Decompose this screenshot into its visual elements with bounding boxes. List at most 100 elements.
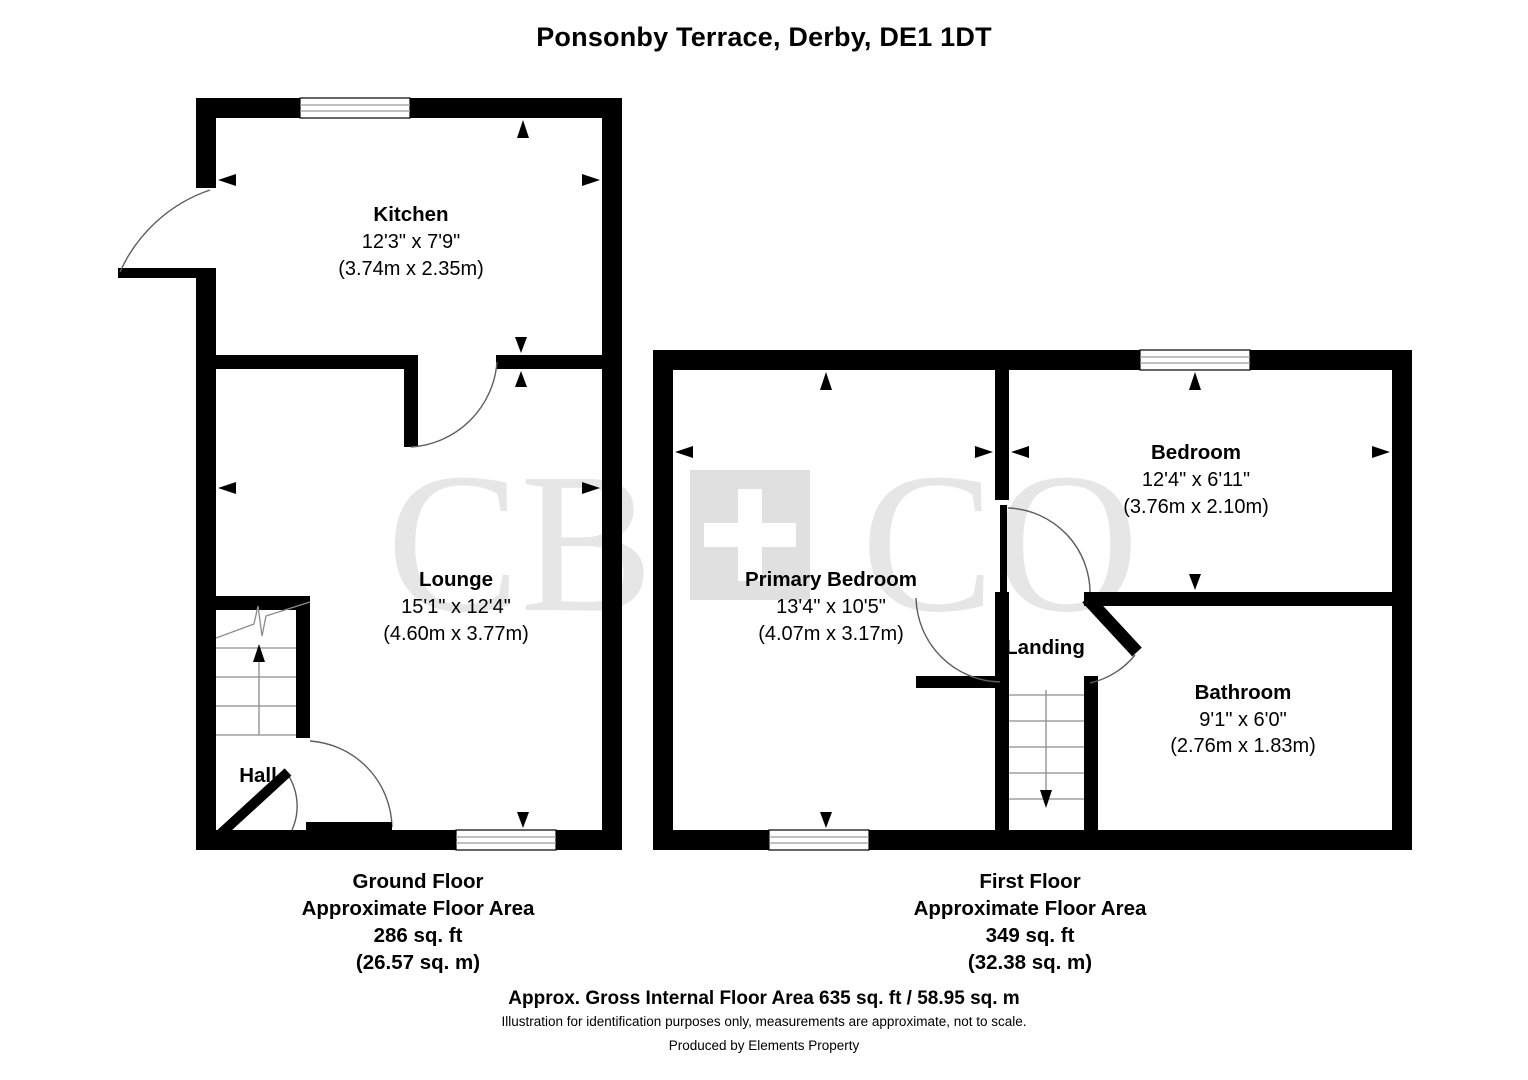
ground-floor-area-m: (26.57 sq. m): [355, 951, 481, 974]
entrance-door: [212, 768, 298, 842]
primary-bedroom-window-bottom: [768, 829, 870, 851]
first-bottom-wall-left: [653, 830, 769, 850]
stair-up-arrow: [253, 644, 265, 662]
stair-down-arrow: [1040, 790, 1052, 808]
producer-credit: Produced by Elements Property: [668, 1038, 860, 1053]
gross-internal-area: Approx. Gross Internal Floor Area 635 sq…: [508, 988, 1020, 1009]
dim-arrow-bedroom-right: [1372, 446, 1390, 458]
kitchen-lounge-door-swing: [410, 361, 498, 448]
svg-text:(3.74m x 2.35m): (3.74m x 2.35m): [338, 258, 484, 280]
bedroom-window-top: [1139, 349, 1251, 371]
svg-text:(4.60m x 3.77m): (4.60m x 3.77m): [383, 623, 529, 645]
first-left-wall: [653, 350, 673, 850]
ground-bottom-wall-mid: [306, 830, 456, 850]
hall-lounge-door-swing: [309, 740, 393, 828]
hall-lounge-door-sill: [306, 822, 392, 831]
dim-arrow-lounge-bottom: [517, 812, 529, 828]
dim-arrow-bedroom-bottom: [1189, 574, 1201, 590]
room-label-hall: Hall: [239, 764, 277, 787]
kitchen-exterior-door-swing: [119, 189, 211, 273]
stair-enclosure-right-wall: [296, 596, 310, 738]
page-title: Ponsonby Terrace, Derby, DE1 1DT: [536, 22, 992, 52]
svg-text:12'3" x 7'9": 12'3" x 7'9": [362, 231, 461, 253]
first-floor-caption-name: First Floor: [979, 870, 1081, 893]
kitchen-lounge-divider-left: [216, 355, 418, 369]
ground-floor-plan: Kitchen 12'3" x 7'9" (3.74m x 2.35m) Lou…: [118, 97, 622, 851]
dim-arrow-primary-right: [975, 446, 993, 458]
room-label-bedroom: Bedroom 12'4" x 6'11" (3.76m x 2.10m): [1123, 441, 1269, 518]
ground-floor-caption-label: Approximate Floor Area: [301, 897, 535, 920]
landing-stair-left-wall: [995, 676, 1009, 850]
dim-arrow-kitchen-top: [517, 120, 529, 138]
watermark-plus-horizontal: [704, 523, 796, 547]
svg-text:(3.76m x 2.10m): (3.76m x 2.10m): [1123, 496, 1269, 518]
landing-stair-right-wall: [1084, 676, 1098, 850]
ground-right-wall: [602, 98, 622, 850]
first-floor-plan: Bedroom 12'4" x 6'11" (3.76m x 2.10m) Pr…: [653, 349, 1412, 851]
svg-text:13'4" x 10'5": 13'4" x 10'5": [776, 596, 886, 618]
ground-left-wall-upper: [196, 98, 216, 188]
first-floor-caption: First Floor Approximate Floor Area 349 s…: [810, 868, 1250, 976]
ground-staircase: [215, 601, 311, 736]
ground-top-wall-right: [410, 98, 622, 118]
dim-arrow-kitchen-bottom-a: [515, 337, 527, 353]
ground-top-wall-left: [196, 98, 300, 118]
dim-arrow-bedroom-left: [1011, 446, 1029, 458]
primary-bedroom-divider-upper: [995, 350, 1009, 500]
primary-bedroom-divider-lower: [995, 592, 1009, 690]
first-bottom-wall-right: [869, 830, 1412, 850]
dim-arrow-primary-top: [820, 372, 832, 390]
svg-text:15'1" x 12'4": 15'1" x 12'4": [401, 596, 511, 618]
dim-arrow-primary-bottom: [820, 812, 832, 828]
room-label-landing: Landing: [1005, 636, 1085, 659]
first-right-wall: [1392, 350, 1412, 850]
ground-floor-area-ft: 286 sq. ft: [373, 924, 463, 947]
first-floor-staircase: [1009, 690, 1084, 808]
dim-arrow-kitchen-left: [218, 174, 236, 186]
disclaimer-text: Illustration for identification purposes…: [501, 1014, 1027, 1029]
svg-text:12'4" x 6'11": 12'4" x 6'11": [1142, 469, 1250, 491]
watermark: CB CO: [387, 433, 1139, 654]
svg-text:Landing: Landing: [1005, 636, 1085, 659]
kitchen-lounge-door-jamb: [404, 355, 418, 447]
first-floor-area-ft: 349 sq. ft: [985, 924, 1075, 947]
lounge-window-bottom: [455, 829, 557, 851]
room-label-lounge: Lounge 15'1" x 12'4" (4.60m x 3.77m): [383, 568, 529, 645]
room-label-kitchen: Kitchen 12'3" x 7'9" (3.74m x 2.35m): [338, 203, 484, 280]
ground-left-wall-lower: [196, 278, 216, 850]
first-top-wall-left: [653, 350, 1140, 370]
svg-text:Kitchen: Kitchen: [373, 203, 448, 226]
svg-text:(4.07m x 3.17m): (4.07m x 3.17m): [758, 623, 904, 645]
svg-text:Hall: Hall: [239, 764, 277, 787]
room-label-bathroom: Bathroom 9'1" x 6'0" (2.76m x 1.83m): [1170, 681, 1316, 757]
dim-arrow-bedroom-top: [1189, 372, 1201, 390]
svg-text:Bathroom: Bathroom: [1195, 681, 1292, 704]
kitchen-lounge-divider-right: [496, 355, 604, 369]
bedroom-door-swing: [1007, 507, 1091, 596]
ground-floor-caption-name: Ground Floor: [352, 870, 484, 893]
ground-floor-caption: Ground Floor Approximate Floor Area 286 …: [198, 868, 638, 976]
room-label-primary-bedroom: Primary Bedroom 13'4" x 10'5" (4.07m x 3…: [745, 568, 917, 645]
landing-west-wall: [916, 676, 1009, 688]
svg-text:Primary Bedroom: Primary Bedroom: [745, 568, 917, 591]
first-top-wall-right: [1250, 350, 1412, 370]
dim-arrow-kitchen-right: [582, 174, 600, 186]
ground-bottom-wall-left: [196, 830, 306, 850]
dim-arrow-lounge-right: [582, 482, 600, 494]
landing-angled-wall: [1082, 593, 1142, 657]
first-floor-caption-label: Approximate Floor Area: [913, 897, 1147, 920]
primary-bedroom-door-swing: [915, 597, 1001, 683]
svg-text:(2.76m x 1.83m): (2.76m x 1.83m): [1170, 735, 1316, 757]
ground-door-sill: [118, 268, 216, 278]
dim-arrow-lounge-left: [218, 482, 236, 494]
svg-text:Lounge: Lounge: [419, 568, 493, 591]
bedroom-door-jamb: [1000, 505, 1007, 593]
first-floor-area-m: (32.38 sq. m): [967, 951, 1093, 974]
kitchen-window-top: [299, 97, 411, 119]
dim-arrow-kitchen-bottom-b: [515, 371, 527, 387]
bedroom-bathroom-divider: [1084, 592, 1392, 606]
svg-text:Bedroom: Bedroom: [1151, 441, 1241, 464]
svg-text:9'1" x 6'0": 9'1" x 6'0": [1199, 709, 1286, 731]
ground-bottom-wall-right: [556, 830, 622, 850]
